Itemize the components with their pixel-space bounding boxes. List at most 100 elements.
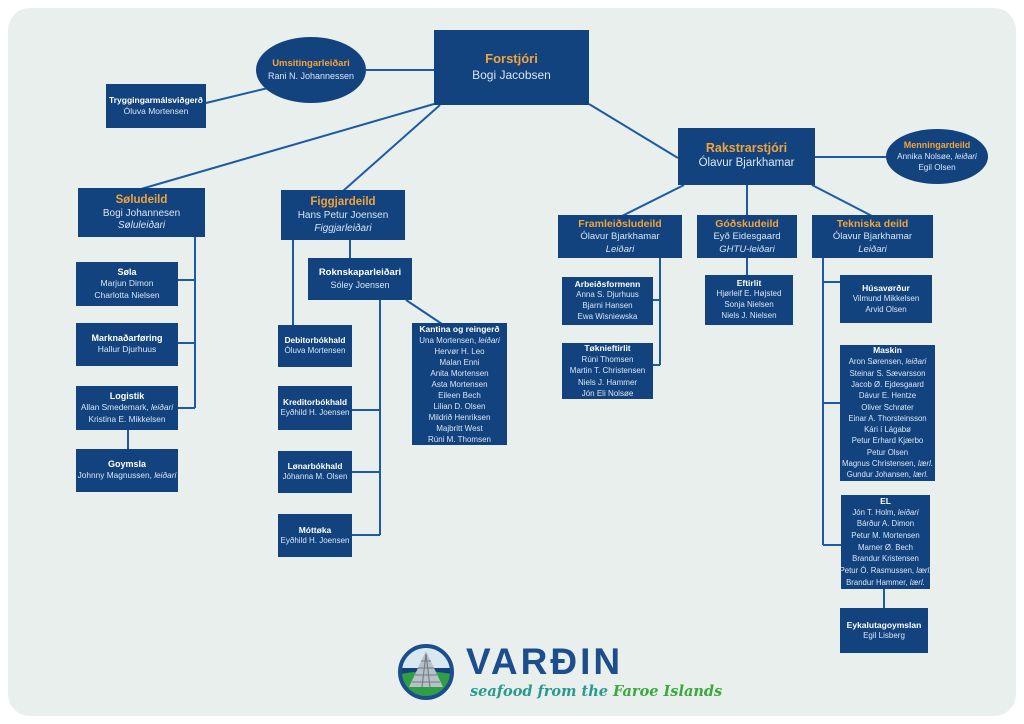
member-name: Sonja Nielsen [724, 300, 774, 310]
member-name: Rani N. Johannessen [267, 70, 355, 81]
member-name: Lilian D. Olsen [433, 401, 486, 411]
member-name: Petur Olsen [866, 447, 909, 457]
member-name: Jón Eli Nolsøe [581, 388, 634, 398]
member-name: Bárður A. Dimon [856, 519, 915, 529]
member-name: Hjørleif E. Højsted [716, 289, 782, 299]
org-node-title: Kreditorbókhald [282, 397, 348, 408]
org-node-title: Eftirlit [736, 278, 762, 289]
brand-tagline: seafood from the Faroe Islands [470, 683, 722, 700]
member-name: Dávur E. Hentze [858, 391, 917, 401]
connector [621, 184, 685, 217]
member-name: Ólavur Bjarkhamar [698, 157, 795, 170]
org-node-title: Maskin [873, 345, 902, 356]
org-node-title: Lønarbókhald [287, 461, 343, 472]
member-name: Ewa Wisniewska [577, 311, 638, 321]
member-name: Jacob Ø. Ejdesgaard [851, 379, 924, 389]
org-node-title: Søludeild [115, 193, 168, 206]
member-name: Gundur Johansen, lærl. [846, 470, 929, 480]
tagline-right: Faroe Islands [613, 683, 723, 700]
member-name: Eileen Bech [438, 390, 481, 400]
member-name: Niels J. Nielsen [721, 310, 777, 320]
org-node-title: Móttøka [298, 524, 332, 535]
role-subtitle: Leiðari [605, 243, 635, 255]
member-name: Sóley Joensen [330, 279, 390, 290]
member-name: Steinar S. Sævarsson [849, 368, 926, 378]
member-name: Ólavur Bjarkhamar [580, 231, 660, 243]
member-name: Malan Enni [439, 357, 480, 367]
brand-name: VARÐIN [466, 641, 624, 682]
org-node-title: Forstjóri [485, 51, 538, 67]
connector [342, 104, 441, 192]
member-name: Magnus Christensen, lærl. [842, 459, 934, 469]
org-node-title: Tryggingarmálsviðgerð [109, 94, 203, 105]
member-name: Oliver Schrøter [861, 402, 914, 412]
member-name: Eyðhild H. Joensen [280, 408, 350, 418]
role-subtitle: Søluleiðari [117, 220, 166, 232]
member-name: Charlotta Nielsen [94, 289, 160, 300]
member-name: Annika Nolsøe, leiðari [897, 151, 977, 161]
member-name: Anna S. Djurhuus [576, 290, 639, 300]
org-node-title: Rakstrarstjóri [705, 141, 788, 156]
vardin-logo-mark [398, 644, 454, 700]
member-name: Allan Smedemark, leiðari [80, 402, 174, 413]
member-name: Anita Mortensen [430, 368, 489, 378]
member-name: Vilmund Mikkelsen [852, 293, 920, 303]
member-name: Aron Sørensen, leiðari [848, 357, 927, 367]
org-node-title: Goymsla [107, 459, 147, 470]
member-name: Jón T. Holm, leiðari [852, 507, 919, 517]
member-name: Petur Ó. Rasmussen, lærl. [839, 566, 932, 576]
member-name: Rúni M. Thomsen [428, 434, 491, 444]
member-name: Johnny Magnussen, leiðari [77, 470, 177, 481]
member-name: Hervør H. Leo [434, 346, 485, 356]
org-node-title: Debitorbókhald [284, 335, 346, 346]
member-name: Ólavur Bjarkhamar [832, 231, 913, 243]
member-name: Egil Olsen [918, 163, 956, 172]
member-name: Niels J. Hammer [577, 377, 638, 387]
org-node-title: Umsitingarleiðari [272, 57, 350, 69]
org-node-title: Tøknieftirlit [584, 343, 631, 354]
org-node-title: EL [880, 495, 891, 506]
member-name: Majbritt West [436, 423, 483, 433]
member-name: Eyð Eidesgaard [713, 231, 781, 243]
role-subtitle: Leiðari [858, 243, 887, 255]
member-name: Martin T. Christensen [569, 366, 646, 376]
member-name: Marner Ø. Bech [857, 542, 914, 552]
member-name: Brandur Kristensen [852, 554, 919, 564]
org-node-title: Marknaðarføring [91, 333, 163, 344]
org-node-title: Tekniska deild [836, 218, 909, 231]
member-name: Brandur Hammer, lærl. [846, 577, 925, 587]
member-name: Una Mortensen, leiðari [419, 335, 500, 345]
vardin-logo: VARÐIN seafood from the Faroe Islands [396, 642, 722, 702]
member-name: Hallur Djurhuus [97, 344, 157, 355]
member-name: Rúni Thomsen [581, 355, 634, 365]
member-name: Petur Erhard Kjærbo [851, 436, 924, 446]
member-name: Kristina E. Mikkelsen [88, 413, 166, 424]
org-node-title: Søla [117, 267, 137, 277]
member-name: Jóhanna M. Olsen [282, 472, 348, 482]
member-name: Egil Lisberg [863, 630, 905, 640]
member-name: Petur M. Mortensen [851, 530, 920, 540]
